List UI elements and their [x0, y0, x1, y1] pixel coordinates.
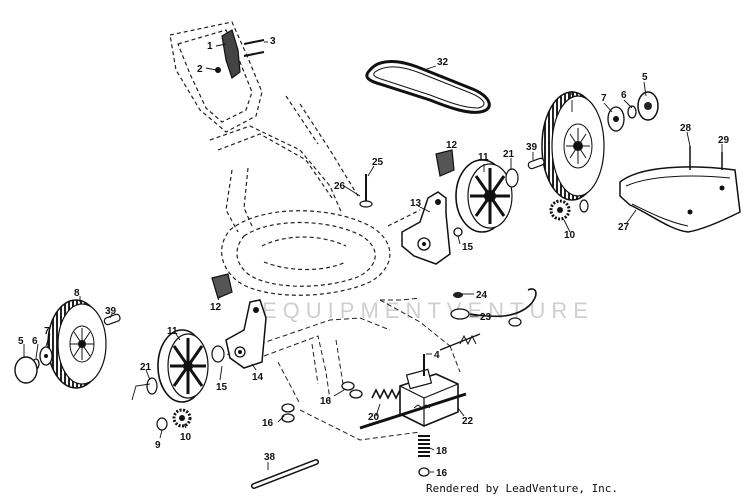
right-height-adjuster-cap	[435, 149, 455, 177]
callout-7-right: 7	[601, 93, 607, 104]
callout-13: 13	[410, 198, 422, 209]
callout-5-right: 5	[642, 72, 648, 83]
callout-2: 2	[197, 64, 203, 75]
callout-7-left: 7	[44, 326, 50, 337]
callout-18: 18	[436, 446, 448, 457]
callout-21-left: 21	[140, 362, 152, 373]
callout-10-right: 10	[564, 230, 576, 241]
callout-20: 20	[368, 412, 380, 423]
right-hub-cap-parts	[607, 91, 659, 132]
callout-1: 1	[207, 41, 213, 52]
callout-16-mid: 16	[320, 396, 332, 407]
callout-3: 3	[270, 36, 276, 47]
callout-5-left: 5	[18, 336, 24, 347]
left-bushings	[103, 313, 158, 395]
callout-14: 14	[252, 372, 264, 383]
callout-15-left: 15	[216, 382, 228, 393]
callout-23: 23	[480, 312, 492, 323]
callout-27: 27	[618, 222, 630, 233]
callout-29: 29	[718, 135, 730, 146]
left-drive-pulley	[157, 329, 225, 403]
right-pinion-gear	[549, 199, 589, 221]
left-wheel	[47, 299, 107, 389]
transmission	[359, 354, 467, 430]
left-pinion-gear	[156, 408, 192, 431]
callout-32: 32	[437, 57, 449, 68]
callout-6-left: 6	[32, 336, 38, 347]
assembly-guide-lines	[219, 297, 461, 441]
callout-9-left: 9	[155, 440, 161, 451]
callout-8-right: 8	[569, 90, 575, 101]
callout-11-right: 11	[478, 152, 489, 163]
watermark-text: EQUIPMENTVENTURE	[262, 298, 594, 323]
drive-belt	[365, 60, 491, 114]
adjuster-nut	[453, 292, 463, 298]
left-hub-cap-parts	[14, 346, 53, 384]
callout-labels: 1 2 3 32 5 6 7 8 28 29 12 11 21 39 25 26…	[18, 36, 730, 479]
rear-cover	[619, 146, 741, 233]
right-bushings	[505, 157, 545, 188]
callout-8-left: 8	[74, 288, 80, 299]
callout-4: 4	[434, 350, 440, 361]
callout-16-bottom: 16	[436, 468, 448, 479]
leader-lines	[23, 41, 723, 473]
left-wheel-bracket	[225, 299, 267, 369]
right-drive-pulley	[455, 159, 513, 233]
right-wheel	[541, 91, 605, 201]
render-credit: Rendered by LeadVenture, Inc.	[426, 482, 619, 495]
callout-10-left: 10	[180, 432, 192, 443]
callout-21-right: 21	[503, 149, 515, 160]
axle-rod	[251, 459, 319, 489]
callout-11-left: 11	[167, 326, 178, 337]
callout-39-right: 39	[526, 142, 538, 153]
callout-26: 26	[334, 181, 346, 192]
callout-12-left: 12	[210, 302, 222, 313]
right-wheel-bracket	[401, 191, 463, 265]
callout-25: 25	[372, 157, 384, 168]
callout-16-left: 16	[262, 418, 274, 429]
drive-spring	[418, 435, 430, 477]
callout-28: 28	[680, 123, 692, 134]
callout-6-right: 6	[621, 90, 627, 101]
left-height-adjuster-cap	[211, 273, 233, 299]
deck-screw	[359, 174, 373, 208]
callout-12-right: 12	[446, 140, 458, 151]
callout-39-left: 39	[105, 306, 117, 317]
return-spring	[371, 388, 401, 400]
handle-phantom-outline	[169, 21, 421, 296]
callout-24: 24	[476, 290, 488, 301]
callout-15-right: 15	[462, 242, 474, 253]
callout-22: 22	[462, 416, 474, 427]
callout-38: 38	[264, 452, 276, 463]
handle-knob	[215, 29, 265, 79]
